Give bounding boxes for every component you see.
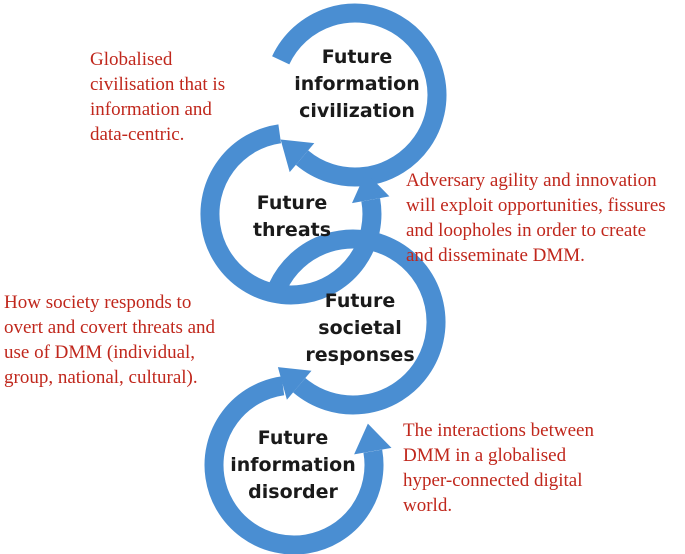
stage-1-note: Globalised civilisation that is informat… bbox=[90, 49, 226, 145]
stage-4-title: Future information disorder bbox=[230, 427, 356, 503]
stage-1-title: Future information civilization bbox=[294, 46, 420, 122]
stage-3-note: How society responds to overt and covert… bbox=[4, 292, 216, 388]
stage-2-arrow bbox=[200, 124, 390, 305]
arrow-band bbox=[269, 229, 446, 415]
stage-2-note: Adversary agility and innovation will ex… bbox=[406, 170, 666, 266]
stage-3-arrow bbox=[269, 229, 446, 415]
arrow-head bbox=[277, 367, 312, 400]
stage-2-title: Future threats bbox=[252, 192, 332, 241]
stage-4-arrow bbox=[204, 376, 392, 554]
arrow-head bbox=[352, 172, 390, 204]
arrow-band bbox=[204, 376, 384, 554]
stage-3-title: Future societal responses bbox=[305, 290, 415, 366]
arrow-band bbox=[200, 124, 382, 305]
stage-4-note: The interactions between DMM in a global… bbox=[403, 420, 594, 516]
arrow-head bbox=[280, 139, 315, 173]
stage-1-arrow bbox=[272, 3, 447, 187]
arrow-head bbox=[354, 423, 392, 455]
arrow-band bbox=[272, 3, 447, 187]
